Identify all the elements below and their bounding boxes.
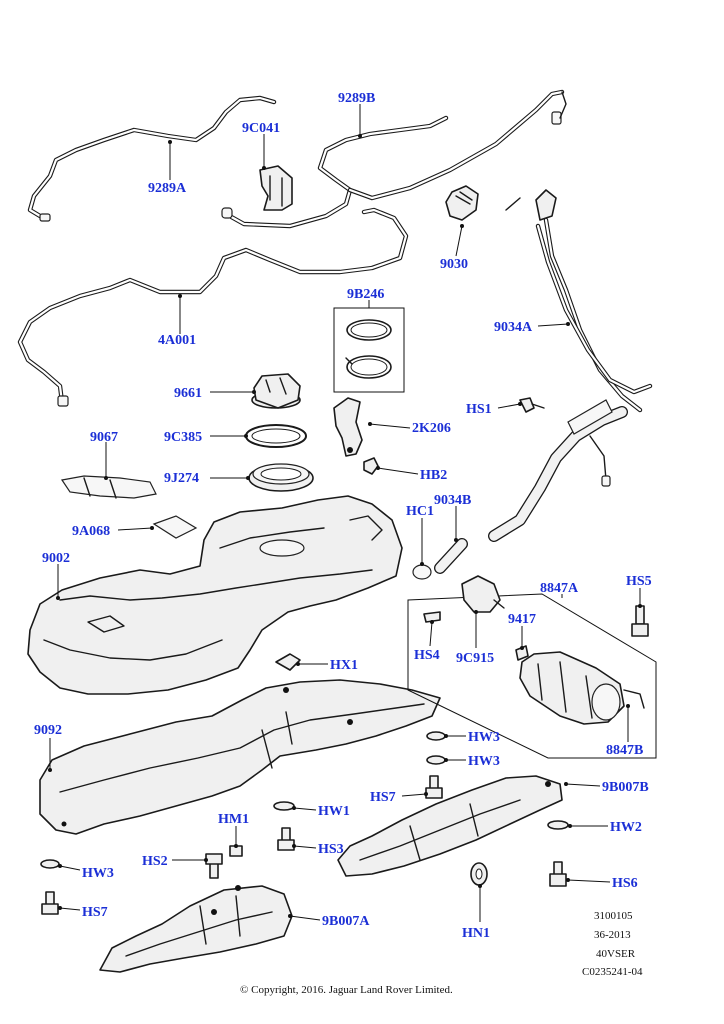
reference-block: 3100105 36-2013 40VSER C0235241-04 [582,910,643,978]
callout-hw3-middle: HW3 [468,754,500,769]
sender-unit-2k206 [333,397,363,457]
callout-hs7-left: HS7 [82,905,108,920]
callout-8847b: 8847B [606,743,643,758]
fuel-tank-9002 [27,495,403,695]
lock-ring-9c385 [245,424,307,448]
callout-9034a: 9034A [494,320,533,335]
canister-assembly-box-8847a [407,593,657,759]
callout-9b007a: 9B007A [322,914,370,929]
callout-9b007b: 9B007B [602,780,649,795]
washer-hw3-upper [426,731,446,741]
callout-hs7-right: HS7 [370,790,396,805]
callout-hb2: HB2 [420,468,447,483]
callout-hs2: HS2 [142,854,168,869]
bolt-hs7-left [41,891,59,915]
callout-9661: 9661 [174,386,202,401]
callout-hw3-lower: HW3 [82,866,114,881]
fuel-line-4a001 [17,207,409,407]
bolt-hb2 [363,457,379,475]
bolt-hs4 [423,611,441,623]
callout-9034b: 9034B [434,493,471,508]
bracket-9c041 [259,165,293,211]
insulator-9067 [60,475,157,499]
bolt-hs1 [519,397,545,413]
callout-labels: 9289A 9C041 9289B 9030 4A001 9B246 9034A… [34,91,652,941]
callout-9417: 9417 [508,612,536,627]
seal-rings-9b246 [333,307,405,393]
pad-9a068 [152,515,198,539]
washer-hw2 [547,820,569,830]
leader-lines [48,104,642,922]
callout-hw1: HW1 [318,804,350,819]
bolt-hs5 [631,605,649,637]
heat-shield-9b007a [99,885,293,973]
heat-shield-9092 [39,679,441,835]
heat-shield-9b007b [337,775,563,877]
bolt-hs2 [205,853,223,879]
clamp-hc1 [412,564,432,580]
callout-hs6: HS6 [612,876,638,891]
callout-9a068: 9A068 [72,524,110,539]
reference-line-4: C0235241-04 [582,966,643,978]
callout-9092: 9092 [34,723,62,738]
washer-hw3-lower [40,859,60,869]
filler-cap-9030 [445,185,521,221]
callout-hs4: HS4 [414,648,440,663]
callout-4a001: 4A001 [158,333,196,348]
fuel-pump-module-9661 [251,373,301,409]
callout-hw3-upper: HW3 [468,730,500,745]
purge-valve-9c915 [461,575,505,613]
callout-2k206: 2K206 [412,421,451,436]
clip-hx1 [275,653,301,671]
callout-9c385: 9C385 [164,430,202,445]
canister-8847b [519,651,645,725]
callout-hm1: HM1 [218,812,249,827]
callout-9002: 9002 [42,551,70,566]
washer-hw1 [273,801,295,811]
callout-9289a: 9289A [148,181,187,196]
callout-hw2: HW2 [610,820,642,835]
bolt-hs3 [277,827,295,851]
seal-9j274 [248,463,314,492]
callout-9b246: 9B246 [347,287,384,302]
callout-9c915: 9C915 [456,651,494,666]
filler-neck-9034a [488,189,653,542]
reference-line-2: 36-2013 [594,929,631,941]
callout-hn1: HN1 [462,926,490,941]
callout-hx1: HX1 [330,658,358,673]
callout-8847a: 8847A [540,581,579,596]
copyright-notice: © Copyright, 2016. Jaguar Land Rover Lim… [240,984,453,996]
washer-hw3-middle [426,755,446,765]
hose-9034b [434,538,468,574]
callout-9289b: 9289B [338,91,375,106]
callout-9067: 9067 [90,430,118,445]
callout-hs3: HS3 [318,842,344,857]
nut-hn1 [470,862,488,886]
reference-line-3: 40VSER [596,948,636,960]
reference-line-1: 3100105 [594,910,633,922]
callout-9c041: 9C041 [242,121,280,136]
bolt-hs6 [549,861,567,887]
callout-9j274: 9J274 [164,471,199,486]
callout-hc1: HC1 [406,504,434,519]
fuel-line-9289a [27,95,277,222]
bolt-hs7-right [425,775,443,799]
callout-hs5: HS5 [626,574,652,589]
callout-hs1: HS1 [466,402,492,417]
fuel-line-9289b [221,89,567,229]
callout-9030: 9030 [440,257,468,272]
